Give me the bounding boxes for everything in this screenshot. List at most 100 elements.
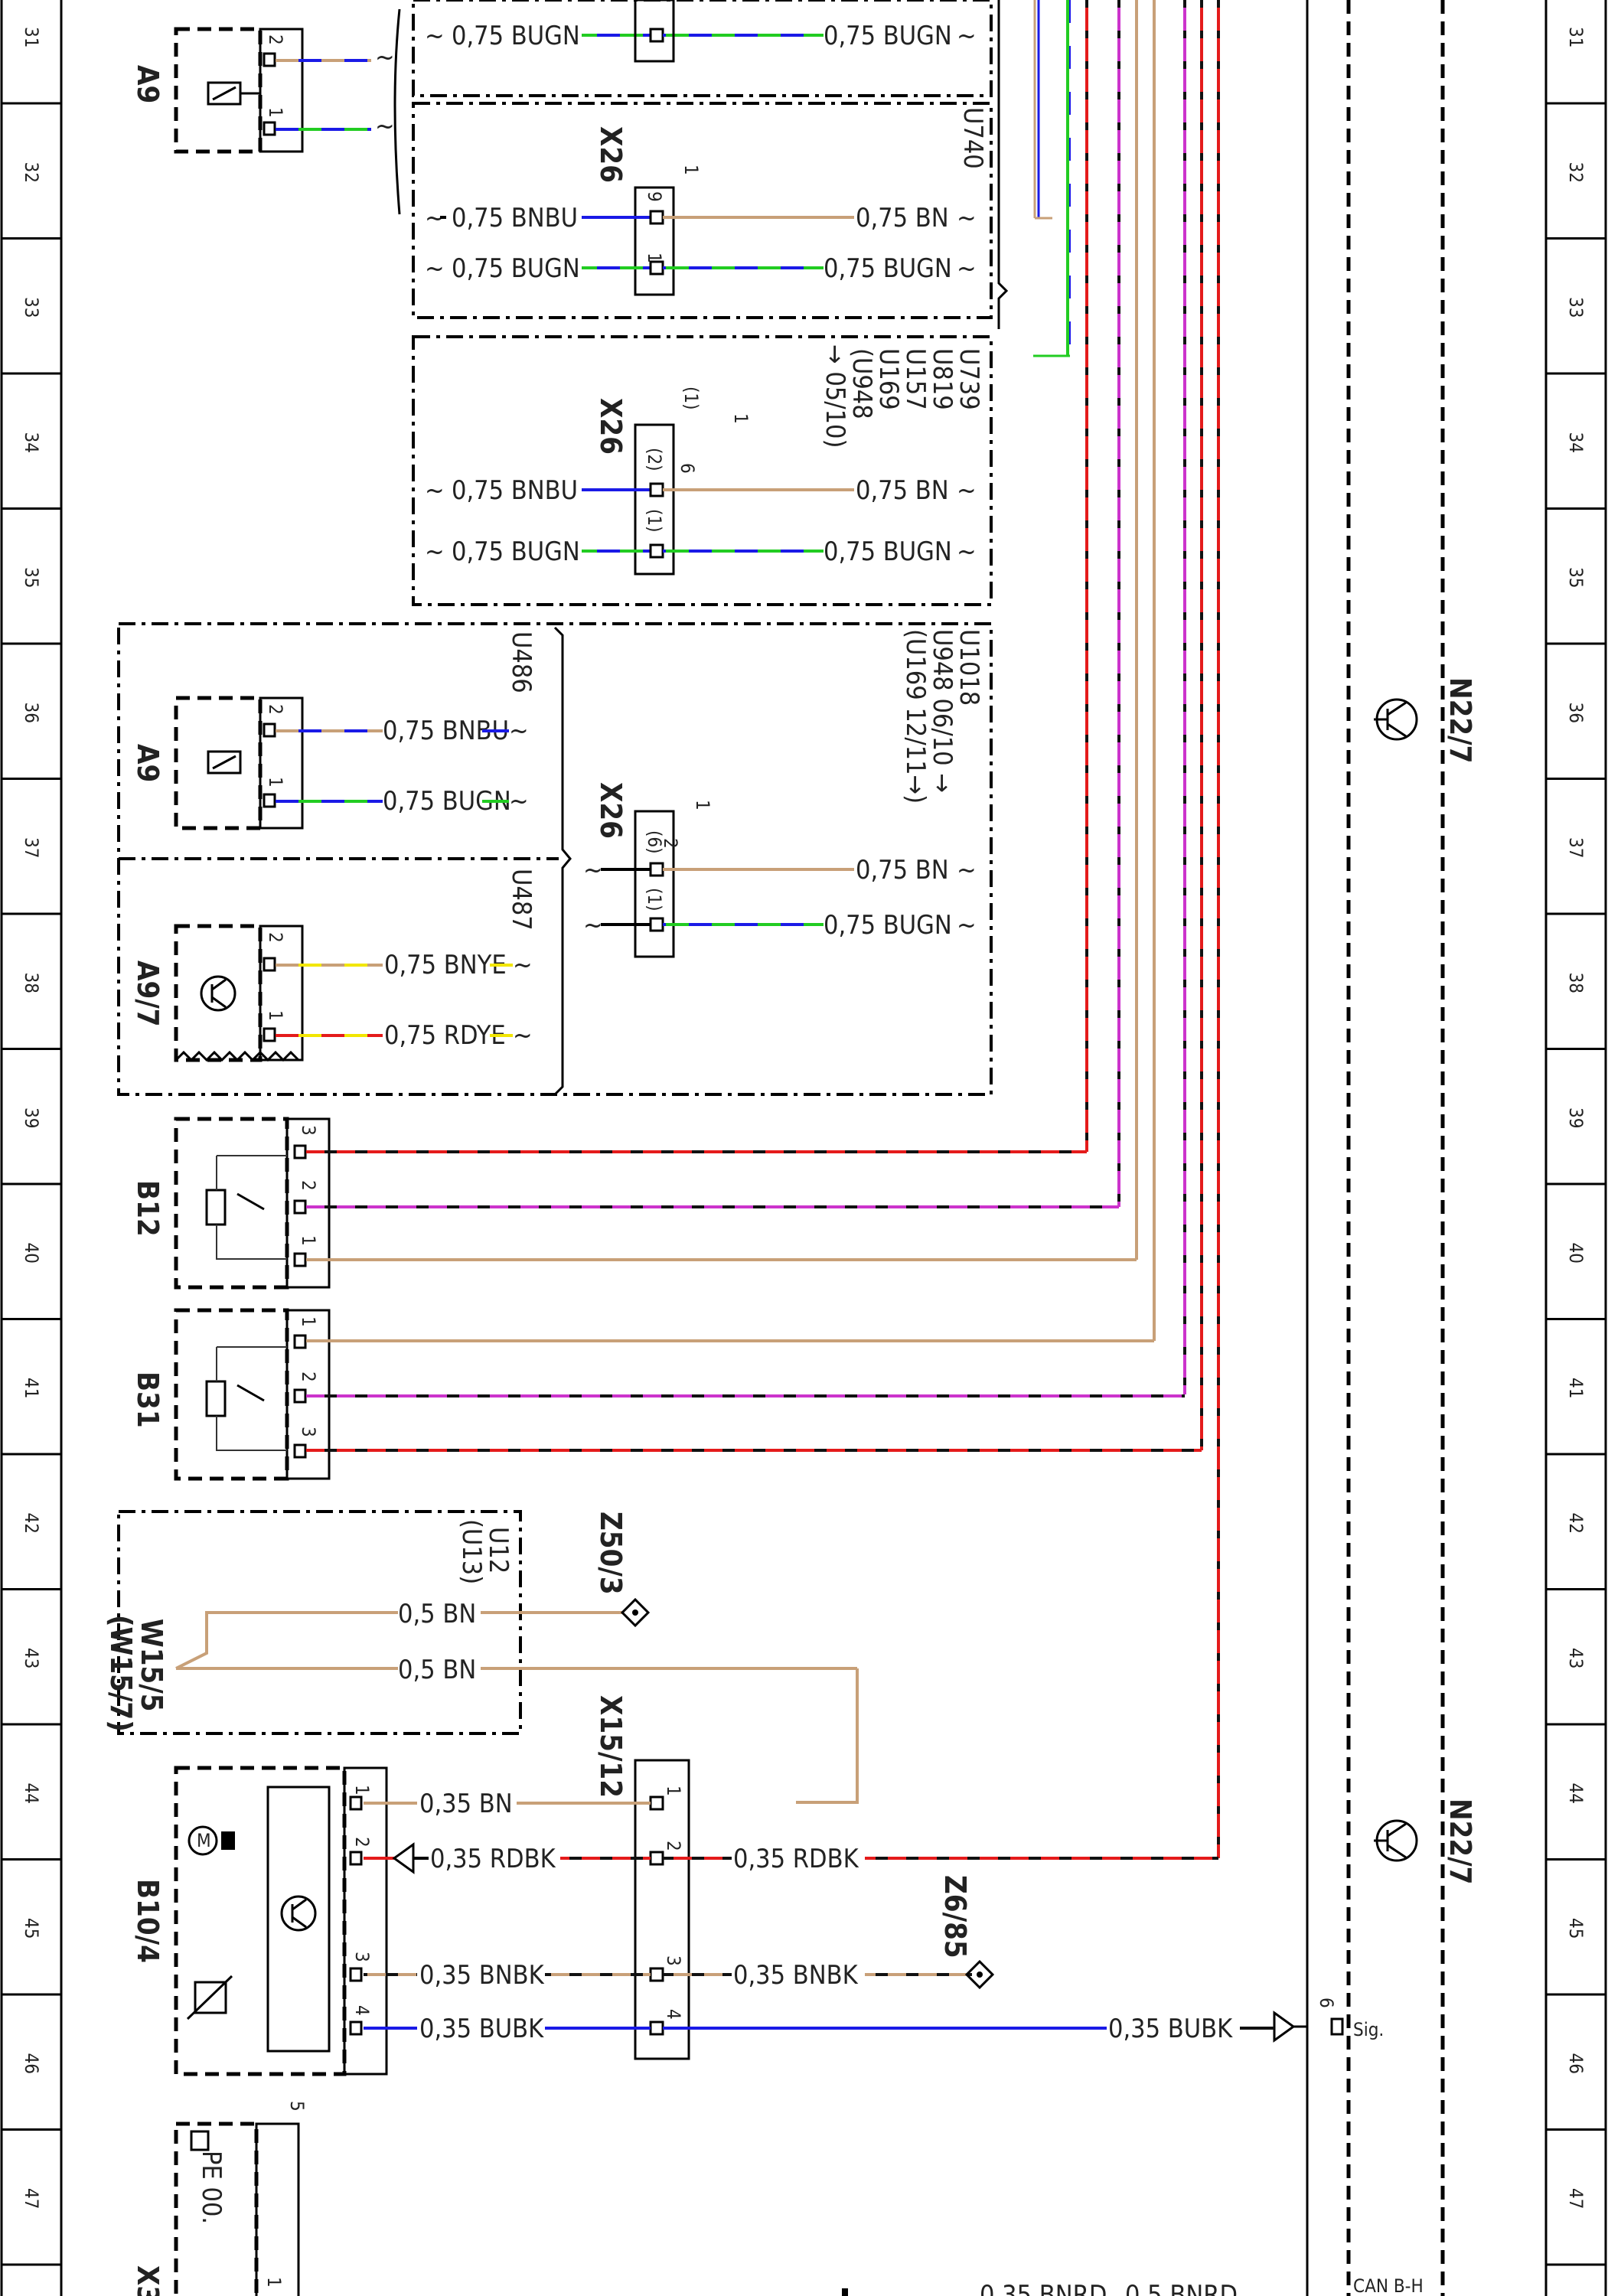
code-u1018: U1018 (954, 629, 984, 706)
ruler-tick-label: 37 (1565, 837, 1587, 858)
wire-label: 0,75 BNYE (384, 950, 507, 980)
z50-3-label: Z50/3 (594, 1512, 628, 1595)
svg-text:(U948: (U948 (846, 348, 877, 419)
x26-u740-label: X26 (594, 126, 628, 183)
ruler-tick-label: 42 (1565, 1513, 1587, 1534)
svg-text:U819: U819 (927, 348, 957, 410)
svg-text:2: 2 (265, 34, 286, 45)
svg-text:2: 2 (298, 1180, 319, 1191)
wire-label: 0,5 BNRD (1125, 2280, 1238, 2296)
ruler-tick-label: 45 (21, 1918, 42, 1939)
wire-label: 0,35 BNBK (419, 1960, 545, 1991)
svg-text:1: 1 (298, 1316, 319, 1327)
svg-text:~: ~ (957, 855, 977, 885)
svg-text:3: 3 (298, 1125, 319, 1136)
wire-label: 0,35 BNBK (733, 1960, 859, 1991)
ruler-tick-label: 36 (1565, 703, 1587, 723)
svg-text:(6): (6) (644, 830, 665, 854)
svg-text:U169: U169 (873, 348, 904, 410)
x15-12-label: X15/12 (594, 1695, 628, 1798)
ruler-tick-label: 35 (21, 567, 42, 588)
ruler-tick-label: 33 (21, 297, 42, 318)
u1018-block: U486 U487 U1018 U948 06/10 → (U169 12/11… (117, 622, 993, 1096)
svg-text:9: 9 (644, 191, 665, 202)
svg-text:1: 1 (263, 2277, 285, 2288)
svg-text:~: ~ (509, 716, 529, 746)
b12-label: B12 (131, 1180, 165, 1237)
code-u486: U486 (506, 631, 537, 693)
ruler-tick-label: 31 (1565, 27, 1587, 47)
svg-text:~: ~ (513, 1020, 533, 1051)
code-u740: U740 (957, 107, 988, 169)
a9-top-component: A9 2 1 ~ ~ (131, 8, 401, 215)
signal-arrow-icon (1273, 2011, 1296, 2043)
wire-label: 0,5 BN (398, 1655, 476, 1685)
can-label: CAN B-H (1353, 2275, 1424, 2296)
trunk-wires (1033, 0, 1220, 1858)
ruler-tick-label: 44 (1565, 1783, 1587, 1804)
svg-text:2: 2 (265, 932, 286, 943)
wire-label: 0,35 BUBK (1108, 2014, 1233, 2044)
n22-7-module: N22/7 N22/7 6 Sig. CAN B-H (1273, 0, 1477, 2296)
svg-text:~: ~ (425, 21, 445, 51)
wire-label: 0,75 BN (856, 475, 949, 506)
transistor-icon (280, 1895, 317, 1932)
svg-text:U948 06/10 →: U948 06/10 → (927, 629, 957, 793)
b31-label: B31 (131, 1371, 165, 1428)
svg-text:~: ~ (957, 536, 977, 567)
svg-text:4: 4 (663, 2009, 684, 2020)
svg-text:1: 1 (265, 1010, 286, 1021)
svg-text:2: 2 (660, 838, 681, 849)
wire-label: 0,75 BUGN (824, 253, 952, 284)
x3-label: X3 (131, 2265, 165, 2296)
svg-text:1: 1 (644, 253, 665, 263)
ruler-tick-label: 45 (1565, 1918, 1587, 1939)
n22-7-label-a: N22/7 (1443, 677, 1477, 763)
svg-text:2: 2 (265, 704, 286, 715)
u740-block: U740 X26 9 1 1 ~ 0,75 BNBU 0,75 BN ~ ~ 0… (412, 0, 1009, 329)
code-u12: U12 (483, 1527, 514, 1574)
wire-label: 0,35 BUBK (419, 2014, 544, 2044)
ruler-tick-label: 43 (21, 1648, 42, 1668)
ruler-tick-label: 40 (21, 1243, 42, 1264)
wire-label: 0,75 BUGN (824, 536, 952, 567)
svg-text:3: 3 (351, 1952, 373, 1962)
svg-text:(1): (1) (680, 386, 702, 410)
wire-label: 0,35 RDBK (733, 1844, 859, 1874)
svg-text:5: 5 (286, 2101, 308, 2112)
svg-text:2: 2 (663, 1841, 684, 1851)
pin-label: 6 (1316, 1998, 1337, 2008)
svg-text:~: ~ (425, 253, 445, 284)
ground-point-icon (964, 1959, 995, 1990)
wire-label: 0,35 BN (419, 1789, 513, 1819)
ruler-tick-label: 33 (1565, 297, 1587, 318)
svg-text:~: ~ (957, 910, 977, 941)
svg-text:1: 1 (351, 1785, 373, 1795)
code-u739: U739 (954, 348, 984, 410)
wire-label: 0,75 BN (856, 855, 949, 885)
ruler-tick-label: 32 (21, 162, 42, 183)
ruler-tick-label: 38 (1565, 973, 1587, 993)
b10-4-sensor: M B10/4 1 2 3 4 0,35 BN 0,35 RDBK (131, 1766, 1274, 2076)
ruler-tick-label: 42 (21, 1513, 42, 1534)
svg-text:M: M (197, 1830, 211, 1851)
svg-text:3: 3 (298, 1427, 319, 1437)
wire-bugn-label: ~ (375, 42, 395, 73)
svg-text:(U169 12/11→): (U169 12/11→) (900, 629, 931, 804)
svg-text:1: 1 (298, 1235, 319, 1246)
svg-text:1: 1 (663, 1786, 684, 1796)
ruler-tick-label: 37 (21, 837, 42, 858)
wire-label: 0,75 BN (856, 203, 949, 233)
w15-5-label: W15/5 (135, 1619, 168, 1712)
b31-sensor: B31 1 2 3 (131, 1308, 1202, 1481)
ruler-tick-label: 44 (21, 1783, 42, 1804)
svg-text:~: ~ (583, 910, 603, 941)
ruler-tick-label: 46 (21, 2053, 42, 2074)
x26-u1018-label: X26 (594, 782, 628, 839)
svg-text:U157: U157 (900, 348, 931, 410)
svg-text:~: ~ (957, 253, 977, 284)
svg-text:(1): (1) (644, 509, 665, 533)
svg-text:0,75 BUGN: 0,75 BUGN (824, 21, 952, 51)
